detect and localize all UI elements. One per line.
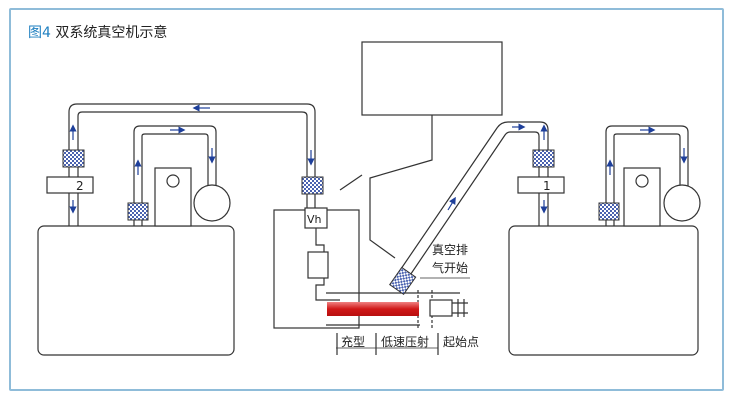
left-pump-motor-icon <box>193 184 231 222</box>
phase-start-label: 起始点 <box>443 335 479 349</box>
right-vacuum-tank <box>508 225 699 356</box>
filter-left-inner-icon <box>127 202 149 221</box>
vh-label: Vh <box>307 213 322 226</box>
valve-left-box <box>46 176 94 194</box>
filter-mold-top-icon <box>301 176 324 195</box>
shot-sleeve <box>326 292 460 326</box>
control-signal-line <box>369 115 433 259</box>
vent-start-label-line1: 真空排 <box>432 243 468 257</box>
filter-right-inner-icon <box>598 202 620 221</box>
valve-right-box <box>517 176 565 194</box>
left-pump-port-icon <box>166 174 180 188</box>
figure-title: 图4 双系统真空机示意 <box>28 22 167 42</box>
left-vacuum-tank <box>37 225 235 356</box>
left-main-pipe <box>68 103 316 226</box>
vent-start-label-line2: 气开始 <box>432 260 468 275</box>
figure-caption: 双系统真空机示意 <box>50 25 168 41</box>
phase-fill-label: 充型 <box>341 334 365 349</box>
filter-vent-icon <box>389 266 417 296</box>
left-inner-pipe <box>133 125 217 226</box>
phase-low-speed-label: 低速压射 <box>381 334 429 349</box>
right-pump-port-icon <box>635 174 649 188</box>
right-pump-motor-icon <box>663 184 701 222</box>
figure-number: 图4 <box>28 25 51 41</box>
flow-arrow-icon <box>447 196 456 211</box>
filter-right-main-icon <box>532 149 555 168</box>
valve-left-label: 2 <box>76 179 84 193</box>
figure-frame <box>9 8 724 391</box>
valve-right-label: 1 <box>543 179 551 193</box>
right-inner-pipe <box>605 125 689 226</box>
filter-left-main-icon <box>62 149 85 168</box>
control-unit-box <box>361 41 503 116</box>
shot-plunger-red <box>327 302 419 316</box>
